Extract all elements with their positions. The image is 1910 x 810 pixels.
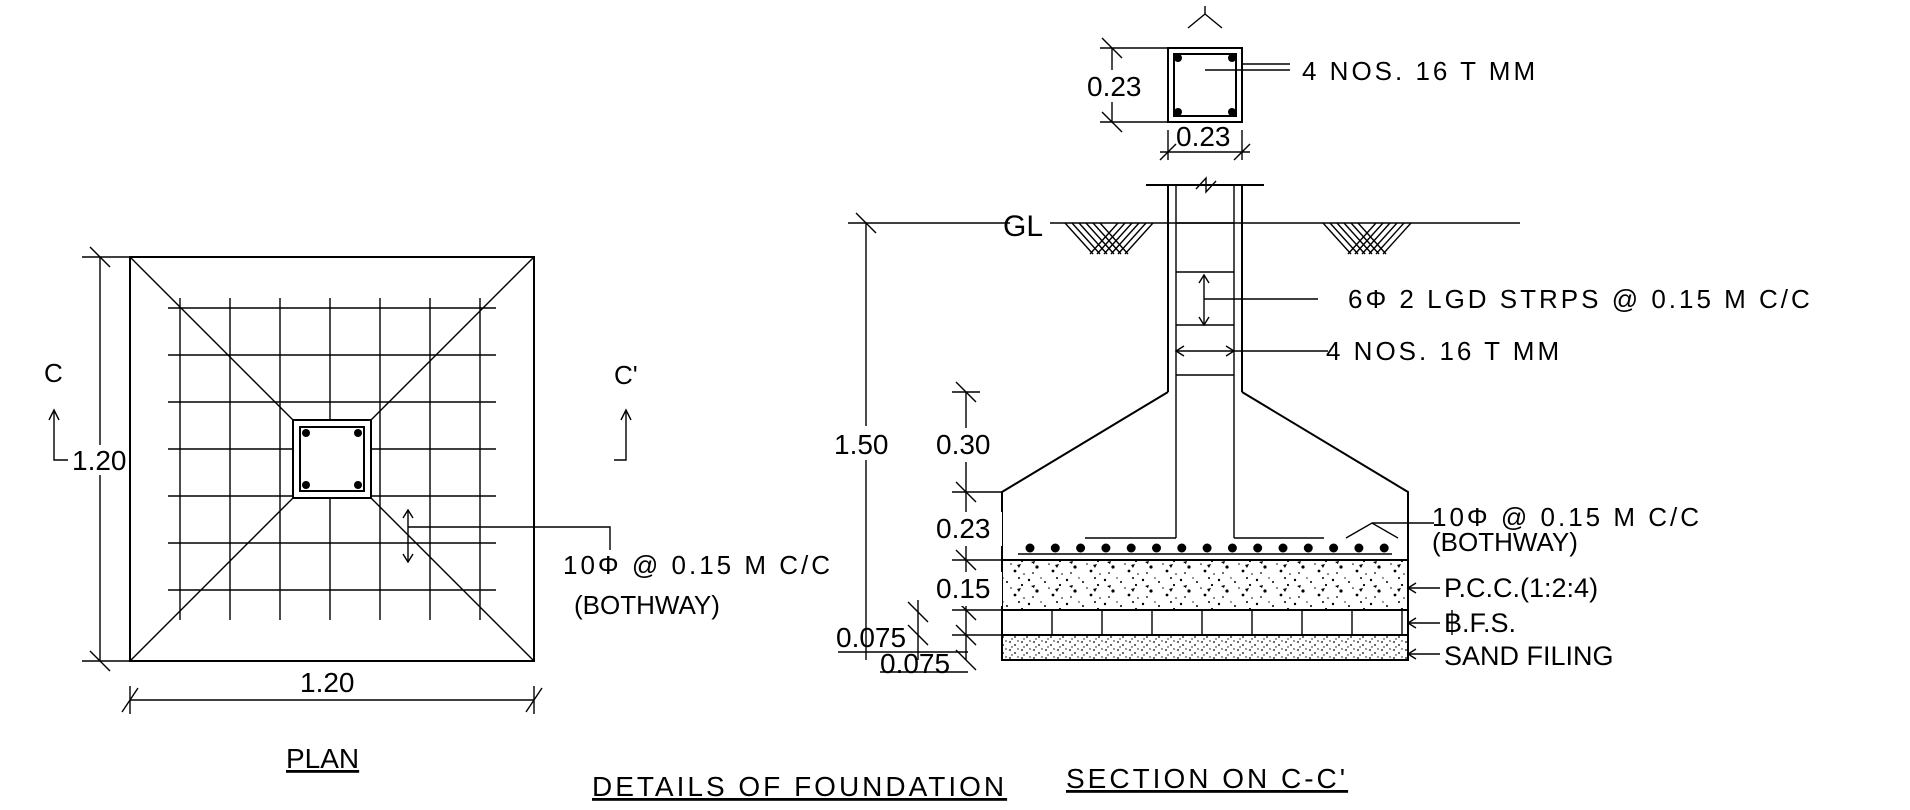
column-w-dim: 0.23 xyxy=(1176,121,1231,152)
hatch-line xyxy=(1085,222,1115,255)
rebar-dot xyxy=(1174,54,1182,62)
stirrups-note: 6Φ 2 LGD STRPS @ 0.15 M C/C xyxy=(1348,284,1813,314)
depth-dim: 1.50 xyxy=(834,429,889,460)
mesh-bar-dot xyxy=(1025,543,1035,553)
ground-label: GL xyxy=(1003,210,1043,243)
section-arrow-right xyxy=(614,412,627,461)
sand-layer xyxy=(1001,634,1409,661)
mesh-bar-dot xyxy=(1076,543,1086,553)
mesh-bar-dot xyxy=(1278,543,1288,553)
mesh-bar-dot xyxy=(1354,543,1364,553)
mesh-bar-dot xyxy=(1202,543,1212,553)
dim-0075-a: 0.075 xyxy=(836,622,906,653)
bfs-layer xyxy=(1001,609,1409,636)
hatch-line xyxy=(1375,222,1405,255)
hatch-line xyxy=(1368,222,1398,255)
rebar-grid xyxy=(168,298,496,620)
pcc-label: P.C.C.(1:2:4) xyxy=(1444,573,1598,603)
mesh-note-bothway: (BOTHWAY) xyxy=(1432,527,1578,557)
bfs-label: B.F.S. xyxy=(1444,608,1516,638)
mesh-bar-dot xyxy=(1126,543,1136,553)
rebar-dot xyxy=(1174,108,1182,116)
section-arrow-left xyxy=(53,412,68,461)
pcc-layer xyxy=(1001,559,1409,611)
rebar-dot xyxy=(354,481,362,489)
sheet-title: DETAILS OF FOUNDATION xyxy=(592,771,1007,802)
mesh-bar-dot xyxy=(1152,543,1161,553)
hatch-line xyxy=(1343,222,1373,255)
hatch-line xyxy=(1117,222,1147,255)
footing-section xyxy=(1001,391,1409,561)
mesh-bar-dot xyxy=(1379,543,1389,553)
hatch-line xyxy=(1110,222,1140,255)
hatch-line xyxy=(1078,222,1108,255)
hatch-line xyxy=(1336,222,1366,255)
slope-line xyxy=(129,256,294,421)
hatch-line xyxy=(1322,222,1352,255)
plan-title: PLAN xyxy=(286,743,359,774)
hatch-line xyxy=(1382,222,1412,255)
rebar-dot xyxy=(354,429,362,437)
main-bars-note: 4 NOS. 16 T MM xyxy=(1326,336,1562,366)
column-inner xyxy=(299,426,365,492)
mesh-bar-dot xyxy=(1329,543,1339,553)
mesh-bar-dot xyxy=(1050,543,1060,553)
width-dim: 1.20 xyxy=(300,667,355,698)
plan-view: 10Φ @ 0.15 M C/C (BOTHWAY) 1.20 1.20 C C… xyxy=(44,246,833,774)
section-mark-c: C xyxy=(44,358,63,388)
rebar-dot xyxy=(302,481,310,489)
column-bars-note: 4 NOS. 16 T MM xyxy=(1302,56,1538,86)
footing-outline xyxy=(129,256,535,662)
hatch-line xyxy=(1350,222,1380,255)
column-section xyxy=(1167,47,1243,123)
mesh-bar-dot xyxy=(1227,543,1237,553)
column-h-dim: 0.23 xyxy=(1087,71,1142,102)
hatch-line xyxy=(1361,222,1391,255)
hatch-line xyxy=(1064,222,1094,255)
section-view: 4 NOS. 16 T MM 0.23 0.23 GL xyxy=(832,6,1813,794)
section-mark-c-prime: C' xyxy=(614,360,638,390)
hatch-line xyxy=(1329,222,1359,255)
hatch-line xyxy=(1124,222,1154,255)
rebar-note: 10Φ @ 0.15 M C/C xyxy=(563,550,833,580)
column-section-inner xyxy=(1173,53,1237,117)
slope-line xyxy=(370,256,535,421)
leader-line xyxy=(408,526,611,550)
rebar-dot xyxy=(302,429,310,437)
ground-hatch xyxy=(1064,222,1412,255)
mesh-bar-dot xyxy=(1253,543,1263,553)
hatch-line xyxy=(1071,222,1101,255)
slope-line xyxy=(129,497,294,662)
mesh-note: 10Φ @ 0.15 M C/C xyxy=(1432,502,1702,532)
dim-023: 0.23 xyxy=(936,513,991,544)
hatch-line xyxy=(1096,222,1126,255)
mesh-bar-dot xyxy=(1101,543,1111,553)
dim-030: 0.30 xyxy=(936,429,991,460)
rebar-note-bothway: (BOTHWAY) xyxy=(574,590,720,620)
height-dim: 1.20 xyxy=(72,445,127,476)
rebar-dot xyxy=(1228,54,1236,62)
slope-line xyxy=(370,497,535,662)
bottom-mesh-bars xyxy=(1018,543,1392,555)
section-title: SECTION ON C-C' xyxy=(1066,763,1348,794)
dim-0075-b: 0.075 xyxy=(880,648,950,679)
hatch-line xyxy=(1103,222,1133,255)
dim-015: 0.15 xyxy=(936,573,991,604)
sand-label: SAND FILING xyxy=(1444,641,1614,671)
mesh-bar-dot xyxy=(1303,543,1313,553)
rebar-dot xyxy=(1228,108,1236,116)
hatch-line xyxy=(1092,222,1122,255)
mesh-bar-dot xyxy=(1177,543,1187,553)
hatch-line xyxy=(1354,222,1384,255)
